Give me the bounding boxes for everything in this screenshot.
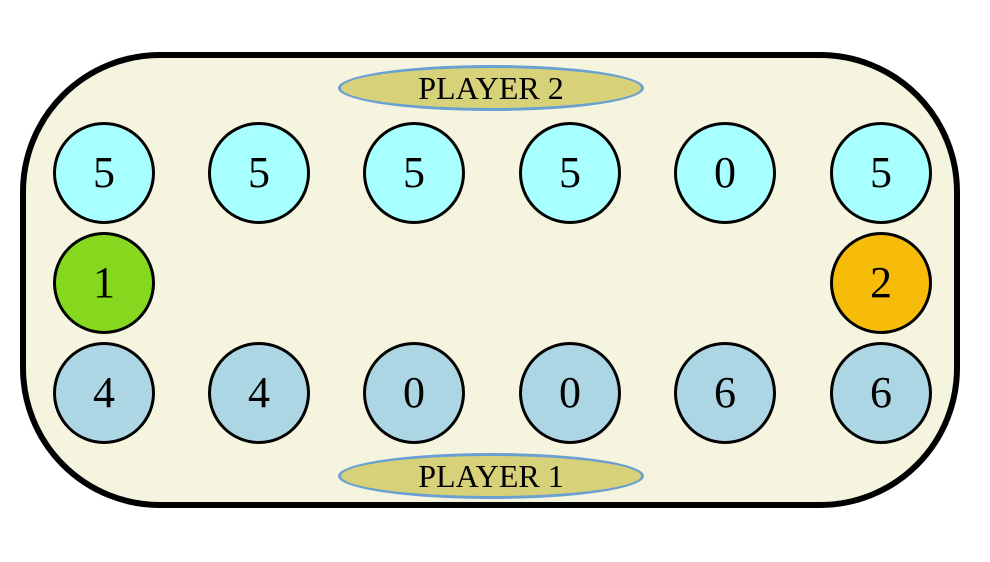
player-1-label: PLAYER 1: [338, 453, 644, 499]
player-2-pit-5[interactable]: 0: [674, 122, 776, 224]
player-1-pit-1[interactable]: 4: [53, 342, 155, 444]
player-1-pit-5[interactable]: 6: [674, 342, 776, 444]
player-2-pit-6[interactable]: 5: [830, 122, 932, 224]
player-1-pit-3[interactable]: 0: [363, 342, 465, 444]
player-1-pit-2[interactable]: 4: [208, 342, 310, 444]
player-1-pit-4[interactable]: 0: [519, 342, 621, 444]
player-2-pit-2[interactable]: 5: [208, 122, 310, 224]
player-2-pit-3[interactable]: 5: [363, 122, 465, 224]
player-1-store: 1: [53, 232, 155, 334]
player-2-pit-1[interactable]: 5: [53, 122, 155, 224]
player-2-label: PLAYER 2: [338, 65, 644, 111]
player-2-pit-4[interactable]: 5: [519, 122, 621, 224]
mancala-board: [20, 52, 960, 508]
player-1-pit-6[interactable]: 6: [830, 342, 932, 444]
player-2-store: 2: [830, 232, 932, 334]
